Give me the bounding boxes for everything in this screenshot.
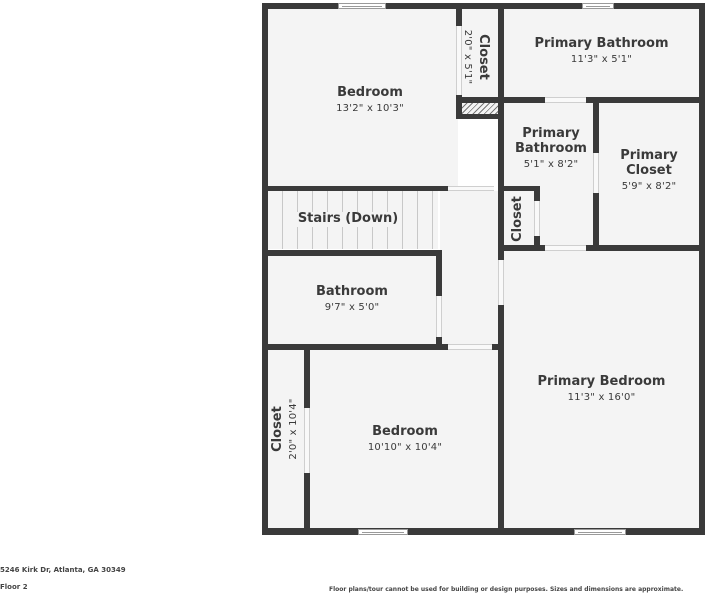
room-name: Closet bbox=[476, 34, 491, 80]
room-bedroom-nw bbox=[268, 9, 458, 187]
wall-hatch-bottom bbox=[456, 114, 498, 119]
wall-bathroom-right-bottom bbox=[436, 337, 442, 350]
door-closet-small bbox=[534, 201, 540, 236]
chase-hatch bbox=[462, 103, 498, 114]
room-name: Closet bbox=[510, 196, 525, 242]
room-name: Stairs (Down) bbox=[295, 211, 401, 227]
room-name: Bathroom bbox=[316, 284, 388, 299]
label-closet-sw: Closet 2'0" x 10'4" bbox=[270, 389, 301, 469]
label-primary-bathroom-top: Primary Bathroom 11'3" x 5'1" bbox=[504, 36, 699, 65]
door-primary-bedroom-hall bbox=[498, 260, 504, 305]
room-dims: 11'3" x 5'1" bbox=[570, 53, 633, 65]
wall-closet-n-left-top bbox=[456, 9, 462, 26]
room-dims: 9'7" x 5'0" bbox=[324, 301, 380, 313]
room-name: Bedroom bbox=[372, 424, 438, 439]
room-closet-n bbox=[462, 9, 498, 97]
window-primary-bath-top bbox=[582, 3, 614, 9]
wall-closet-small-top bbox=[498, 186, 540, 191]
disclaimer-text: Floor plans/tour cannot be used for buil… bbox=[329, 586, 684, 593]
room-name: Bedroom bbox=[337, 85, 403, 100]
room-name: Closet bbox=[270, 406, 285, 452]
door-bedroom-nw bbox=[448, 186, 494, 191]
door-bedroom-sw bbox=[448, 344, 492, 350]
room-dims: 5'1" x 8'2" bbox=[523, 158, 579, 170]
wall-primary-divider-bottom bbox=[593, 193, 599, 245]
room-dims: 2'0" x 5'1" bbox=[462, 29, 474, 85]
label-bedroom-nw: Bedroom 13'2" x 10'3" bbox=[300, 85, 440, 114]
room-name: Primary Bathroom bbox=[534, 36, 669, 51]
wall-primary-divider-top bbox=[593, 103, 599, 153]
room-primary-bathroom-top bbox=[504, 9, 699, 97]
wall-bathroom-right-top bbox=[436, 250, 442, 296]
floor-label: Floor 2 bbox=[0, 583, 28, 591]
room-dims: 2'0" x 10'4" bbox=[287, 398, 299, 460]
label-closet-small: Closet bbox=[510, 189, 527, 249]
door-closet-n bbox=[456, 26, 462, 95]
address-text: 5246 Kirk Dr, Atlanta, GA 30349 bbox=[0, 566, 126, 574]
door-closet-sw bbox=[304, 408, 310, 473]
wall-bathroom-bottom bbox=[262, 344, 448, 350]
wall-closet-n-left-bottom bbox=[456, 95, 462, 119]
wall-closet-small-right-top bbox=[534, 186, 540, 201]
room-dims: 11'3" x 16'0" bbox=[567, 391, 636, 403]
window-bedroom-sw bbox=[358, 529, 408, 535]
room-name: Primary Closet bbox=[620, 148, 678, 178]
room-primary-bedroom bbox=[504, 251, 699, 528]
room-dims: 13'2" x 10'3" bbox=[336, 102, 404, 114]
door-primary-bath-mid bbox=[545, 97, 586, 103]
wall-outer-top bbox=[262, 3, 705, 9]
wall-closet-small-right-bottom bbox=[534, 236, 540, 248]
wall-primary-bedroom-top bbox=[498, 245, 705, 251]
wall-closet-sw-right-top bbox=[304, 350, 310, 408]
room-hallway bbox=[440, 191, 498, 344]
room-bathroom bbox=[268, 256, 436, 344]
wall-outer-bottom bbox=[262, 528, 705, 535]
door-primary-bedroom-top bbox=[545, 245, 586, 251]
wall-closet-sw-right-bottom bbox=[304, 473, 310, 530]
door-bathroom bbox=[436, 296, 442, 337]
label-bedroom-sw: Bedroom 10'10" x 10'4" bbox=[325, 424, 485, 453]
room-bedroom-sw bbox=[310, 350, 498, 528]
label-closet-n: Closet 2'0" x 5'1" bbox=[460, 17, 491, 97]
label-stairs: Stairs (Down) bbox=[278, 208, 418, 227]
label-bathroom: Bathroom 9'7" x 5'0" bbox=[278, 284, 426, 313]
window-primary-bedroom bbox=[574, 529, 626, 535]
wall-outer-right bbox=[699, 3, 705, 535]
wall-outer-left bbox=[262, 3, 268, 535]
room-closet-small bbox=[504, 191, 534, 241]
label-primary-closet: Primary Closet 5'9" x 8'2" bbox=[606, 148, 692, 192]
room-closet-sw bbox=[268, 350, 304, 528]
room-dims: 10'10" x 10'4" bbox=[367, 441, 443, 453]
window-bedroom-nw bbox=[338, 3, 386, 9]
wall-hall-bottom-right bbox=[492, 344, 504, 350]
room-dims: 5'9" x 8'2" bbox=[621, 180, 677, 192]
room-name: Primary Bathroom bbox=[515, 126, 587, 156]
label-primary-bathroom-mid: Primary Bathroom 5'1" x 8'2" bbox=[508, 126, 594, 170]
door-primary-closet bbox=[593, 153, 599, 193]
room-primary-closet bbox=[599, 103, 699, 245]
wall-bedroom-nw-bottom bbox=[262, 186, 448, 191]
floor-plan: Bedroom 13'2" x 10'3" Closet 2'0" x 5'1"… bbox=[262, 3, 705, 535]
label-primary-bedroom: Primary Bedroom 11'3" x 16'0" bbox=[504, 374, 699, 403]
room-name: Primary Bedroom bbox=[537, 374, 666, 389]
wall-stairs-bottom bbox=[262, 250, 442, 256]
